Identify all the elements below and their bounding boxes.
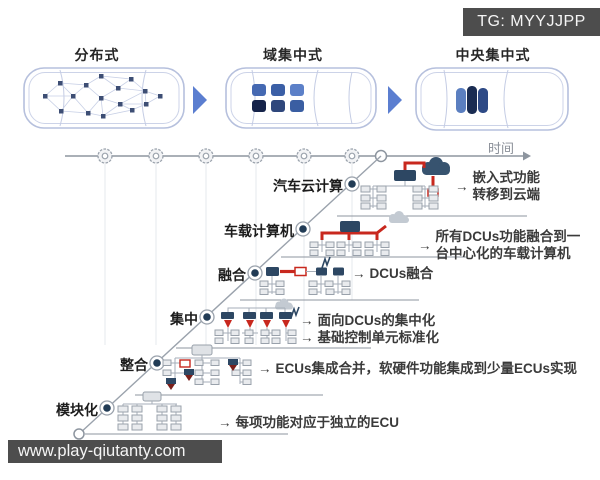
annotation-line: DCUs融合: [369, 266, 434, 281]
gateway-box: [394, 170, 416, 181]
time-axis-label: 时间: [488, 141, 515, 156]
annotation-line: 所有DCUs功能融合到一: [435, 229, 581, 244]
timeline-axis: [65, 148, 531, 164]
tree-links: [315, 240, 384, 252]
evolution-diagonal: [73, 155, 382, 440]
cloud-small-icon: [389, 211, 409, 223]
ecu-leaf-boxes: [214, 329, 297, 344]
cloud-icon: [422, 157, 450, 175]
annotation-line: 台中心化的车载计算机: [435, 246, 571, 261]
annotation-line: 面向DCUs的集中化: [317, 313, 436, 328]
onboard-computer-diagram: [309, 211, 409, 256]
modular-diagram: [117, 391, 182, 431]
annotation-centralization-2: → 基础控制单元标准化: [300, 329, 439, 346]
axis-arrowhead-icon: [523, 151, 531, 161]
annotation-centralization-1: → 面向DCUs的集中化: [300, 312, 435, 329]
arrow-icon: →: [418, 237, 432, 253]
arrow-icon: →: [352, 266, 366, 281]
ecu-leaf-boxes: [162, 359, 252, 385]
column-title-central: 中央集中式: [455, 47, 531, 63]
website-watermark-text: www.play-qiutanty.com: [18, 442, 186, 460]
annotation-line: 基础控制单元标准化: [317, 330, 440, 345]
telegram-watermark-text: TG: MYYJJPP: [477, 13, 586, 30]
dark-funnel-icons: [166, 359, 238, 390]
cloud-small-icon: [275, 298, 293, 310]
annotation-line: 转移到云端: [472, 187, 541, 202]
car-top-view-distributed-icon: [23, 67, 185, 129]
annotation-line: 每项功能对应于独立的ECU: [235, 415, 400, 430]
annotation-fusion: → DCUs融合: [352, 265, 433, 282]
computer-box: [340, 221, 360, 232]
column-title-domain: 域集中式: [263, 47, 323, 63]
ecu-leaf-boxes: [309, 241, 390, 256]
diagonal-start-node: [73, 428, 85, 440]
telegram-watermark: TG: MYYJJPP: [463, 8, 600, 36]
dcu-funnel-icons: [221, 312, 292, 328]
annotation-cloud-computing: → 嵌入式功能 转移到云端: [455, 169, 540, 203]
arrow-icon: →: [455, 178, 469, 194]
transition-arrow-icon: [388, 86, 402, 114]
arrow-icon: →: [258, 361, 272, 376]
central-computer-blocks: [456, 86, 488, 114]
ecu-leaf-boxes: [360, 185, 439, 210]
integration-diagram: [162, 344, 252, 390]
annotation-modular: → 每项功能对应于独立的ECU: [218, 414, 399, 431]
arrow-icon: →: [300, 330, 314, 345]
gear-marker-icons: [97, 148, 360, 164]
ecu-nodes: [43, 74, 163, 119]
stage-label-cloud-computing: 汽车云计算: [273, 178, 343, 194]
stage-label-centralization: 集中: [170, 311, 198, 327]
signal-icon: [321, 256, 331, 269]
arrow-icon: →: [300, 313, 314, 328]
annotation-line: 嵌入式功能: [472, 170, 541, 185]
website-watermark: www.play-qiutanty.com: [8, 440, 222, 463]
car-top-view-domain-icon: [225, 67, 377, 129]
transition-arrow-icon: [193, 86, 207, 114]
cloud-computing-diagram: [360, 157, 450, 210]
fusion-diagram: [259, 256, 351, 295]
annotation-integration: → ECUs集成合并，软硬件功能集成到少量ECUs实现: [258, 360, 577, 377]
signal-icon: [290, 306, 300, 319]
column-title-distributed: 分布式: [74, 47, 120, 63]
stage-label-integration: 整合: [120, 357, 148, 373]
arrow-icon: →: [218, 415, 232, 430]
stage-label-onboard-computer: 车载计算机: [224, 223, 294, 239]
ecu-leaf-boxes: [117, 405, 182, 431]
red-bus: [320, 224, 387, 240]
stage-label-modular: 模块化: [56, 402, 98, 418]
car-top-view-central-icon: [415, 67, 569, 131]
stage-milestone-dots: [99, 176, 360, 416]
annotation-onboard-computer: → 所有DCUs功能融合到一 台中心化的车载计算机: [418, 228, 580, 262]
dcu-blocks: [252, 84, 304, 112]
centralization-diagram: [214, 298, 300, 344]
stage-label-fusion: 融合: [218, 267, 246, 283]
merged-ecu-box: [179, 359, 191, 368]
ecu-leaf-boxes: [259, 280, 351, 295]
annotation-line: ECUs集成合并，软硬件功能集成到少量ECUs实现: [275, 361, 578, 376]
